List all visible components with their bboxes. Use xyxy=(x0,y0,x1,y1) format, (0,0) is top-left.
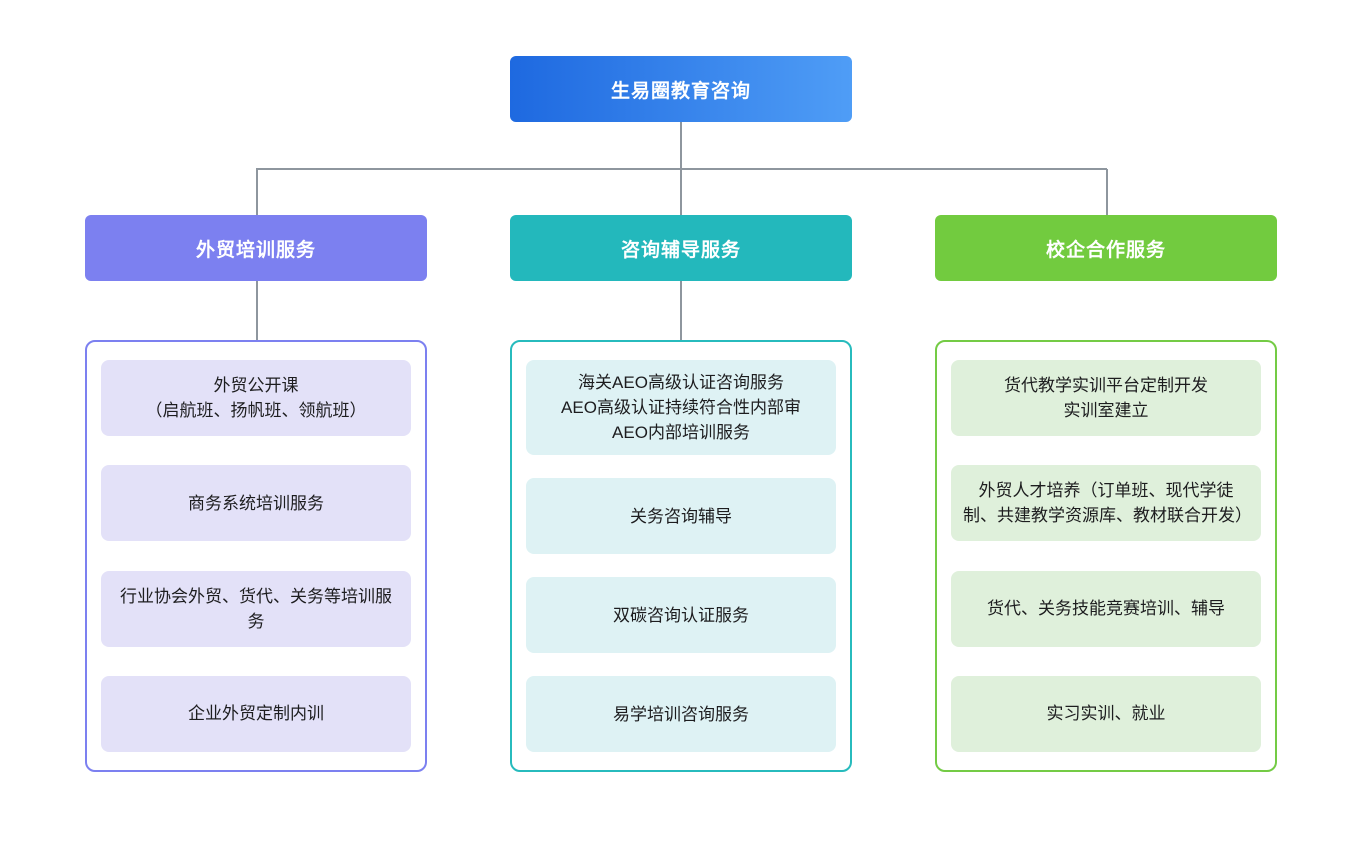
connector-branch-1-stub xyxy=(256,169,258,215)
service-item: 商务系统培训服务 xyxy=(101,465,411,542)
branch-header-school-enterprise: 校企合作服务 xyxy=(935,215,1277,281)
branch-header-trade-training: 外贸培训服务 xyxy=(85,215,427,281)
service-item: 关务咨询辅导 xyxy=(526,478,836,554)
connector-root-down xyxy=(680,122,682,168)
service-item: 实习实训、就业 xyxy=(951,675,1261,752)
connector-branch-2-to-group xyxy=(680,281,682,340)
connector-branch-1-to-group xyxy=(256,281,258,340)
branch-header-label: 咨询辅导服务 xyxy=(620,239,741,261)
root-node: 生易圈教育咨询 xyxy=(510,56,852,122)
service-item: 易学培训咨询服务 xyxy=(526,676,836,752)
branch-header-label: 外贸培训服务 xyxy=(195,239,316,261)
service-item: 企业外贸定制内训 xyxy=(101,675,411,752)
connector-branch-2-stub xyxy=(680,169,682,215)
branch-header-label: 校企合作服务 xyxy=(1045,239,1166,261)
service-item: 双碳咨询认证服务 xyxy=(526,577,836,653)
service-item: 行业协会外贸、货代、关务等培训服务 xyxy=(101,570,411,647)
root-node-label: 生易圈教育咨询 xyxy=(610,80,751,102)
service-item: 外贸人才培养（订单班、现代学徒制、共建教学资源库、教材联合开发） xyxy=(951,465,1261,542)
group-trade-training: 外贸公开课 （启航班、扬帆班、领航班） 商务系统培训服务 行业协会外贸、货代、关… xyxy=(85,340,427,772)
group-school-enterprise: 货代教学实训平台定制开发 实训室建立 外贸人才培养（订单班、现代学徒制、共建教学… xyxy=(935,340,1277,772)
group-consulting: 海关AEO高级认证咨询服务 AEO高级认证持续符合性内部审 AEO内部培训服务 … xyxy=(510,340,852,772)
branch-header-consulting: 咨询辅导服务 xyxy=(510,215,852,281)
service-item: 货代教学实训平台定制开发 实训室建立 xyxy=(951,360,1261,436)
connector-horizontal xyxy=(256,168,1107,170)
service-item: 外贸公开课 （启航班、扬帆班、领航班） xyxy=(101,360,411,436)
connector-branch-3-stub xyxy=(1106,169,1108,215)
service-item: 货代、关务技能竞赛培训、辅导 xyxy=(951,570,1261,647)
service-item: 海关AEO高级认证咨询服务 AEO高级认证持续符合性内部审 AEO内部培训服务 xyxy=(526,360,836,455)
